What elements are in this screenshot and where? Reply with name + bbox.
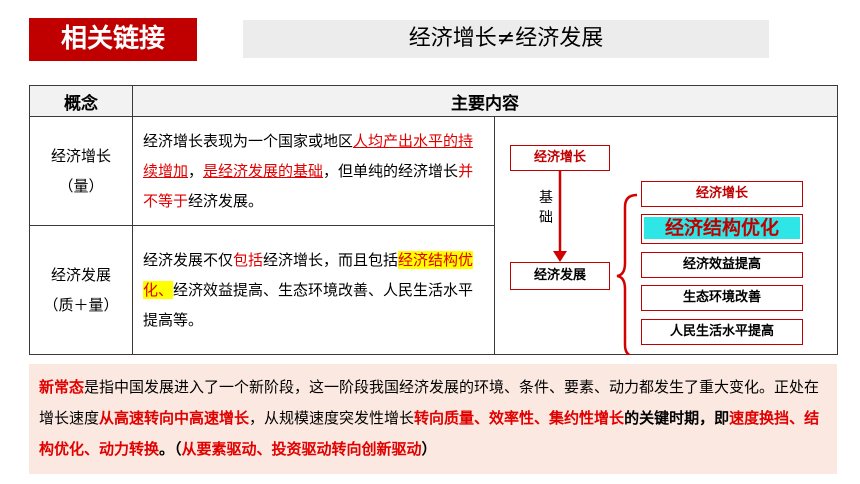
text-span: 经济增长，而且包括 — [263, 251, 399, 269]
emphasis-span: 速度换挡、结构优化、动力转换 — [39, 409, 820, 458]
diagram-growth-box: 经济增长 — [510, 145, 610, 171]
relation-diagram: 经济增长 经济发展 基 础 经济增长 经济结构优化 经济效益提高 生态环境改善 … — [495, 117, 838, 355]
concept-growth: 经济增长 （量） — [29, 116, 133, 226]
basis-char: 础 — [539, 210, 553, 226]
bold-span: 的关键时期，即 — [624, 409, 730, 427]
basis-char: 基 — [539, 190, 553, 206]
emphasis-span: 人均产出水平的持续增加 — [143, 132, 474, 180]
text-span: 经济发展。 — [188, 192, 264, 210]
development-description: 经济发展不仅包括经济增长，而且包括经济结构优化、经济效益提高、生态环境改善、人民… — [132, 225, 495, 355]
emphasis-span: 新常态 — [39, 378, 85, 396]
item-efficiency: 经济效益提高 — [641, 252, 803, 278]
text-span: 经济发展不仅 — [143, 251, 234, 269]
text-span: ，从规模速度突发性增长 — [249, 409, 415, 427]
diagram-development-box: 经济发展 — [510, 262, 610, 290]
basis-label: 基 础 — [538, 190, 554, 226]
text-span: 是指中国发展进入了一个新阶段，这一阶段我国经济发展的环境、条件、要素、动力都发生… — [39, 378, 820, 427]
emphasis-span: 从要素驱动、投资驱动转向创新驱动 — [181, 440, 422, 458]
highlight-label: 经济结构优化 — [644, 217, 800, 239]
growth-description: 经济增长表现为一个国家或地区人均产出水平的持续增加，是经济发展的基础，但单纯的经… — [132, 116, 495, 226]
text-span: 经济增长表现为一个国家或地区 — [143, 132, 354, 150]
table-row: 经济发展 （质＋量） 经济发展不仅包括经济增长，而且包括经济结构优化、经济效益提… — [29, 225, 838, 355]
item-growth: 经济增长 — [641, 181, 803, 207]
related-links-badge: 相关链接 — [29, 18, 197, 61]
page-title: 经济增长≠经济发展 — [243, 20, 769, 58]
relation-diagram-cell: 经济增长 经济发展 基 础 经济增长 经济结构优化 经济效益提高 生态环境改善 … — [494, 116, 838, 355]
item-environment: 生态环境改善 — [641, 285, 803, 311]
emphasis-span: 包括 — [233, 251, 264, 269]
table-row: 经济增长 （量） 经济增长表现为一个国家或地区人均产出水平的持续增加，是经济发展… — [29, 116, 838, 355]
basis-arrow-head — [553, 251, 567, 262]
bold-span: 。（ — [159, 440, 182, 458]
item-living-standard: 人民生活水平提高 — [641, 319, 803, 345]
concept-qualifier: （质＋量） — [43, 296, 119, 314]
header-content: 主要内容 — [132, 85, 838, 117]
concept-qualifier: （量） — [58, 177, 104, 195]
text-span: ，但单纯的经济增长 — [323, 162, 459, 180]
bold-span: ） — [421, 440, 437, 458]
emphasis-span: 并不等于 — [143, 162, 474, 210]
diagram-connectors — [553, 171, 638, 355]
text-span: ， — [188, 162, 204, 180]
concept-development: 经济发展 （质＋量） — [29, 225, 133, 355]
table-header-row: 概念 主要内容 — [29, 85, 838, 117]
header-concept: 概念 — [29, 85, 133, 117]
emphasis-span: 从高速转向中高速增长 — [99, 409, 250, 427]
emphasis-span: 是经济发展的基础 — [203, 162, 324, 180]
item-structure-optimization: 经济结构优化 — [641, 214, 803, 244]
concept-label: 经济发展 — [50, 266, 111, 284]
brace — [616, 193, 638, 355]
emphasis-span: 转向质量、效率性、集约性增长 — [414, 409, 625, 427]
comparison-table: 概念 主要内容 经济增长 （量） 经济增长表现为一个国家或地区人均产出水平的持续… — [29, 85, 838, 355]
text-span: 经济效益提高、生态环境改善、人民生活水平提高等。 — [143, 281, 474, 329]
new-normal-note: 新常态是指中国发展进入了一个新阶段，这一阶段我国经济发展的环境、条件、要素、动力… — [29, 364, 837, 474]
concept-label: 经济增长 — [50, 147, 111, 165]
